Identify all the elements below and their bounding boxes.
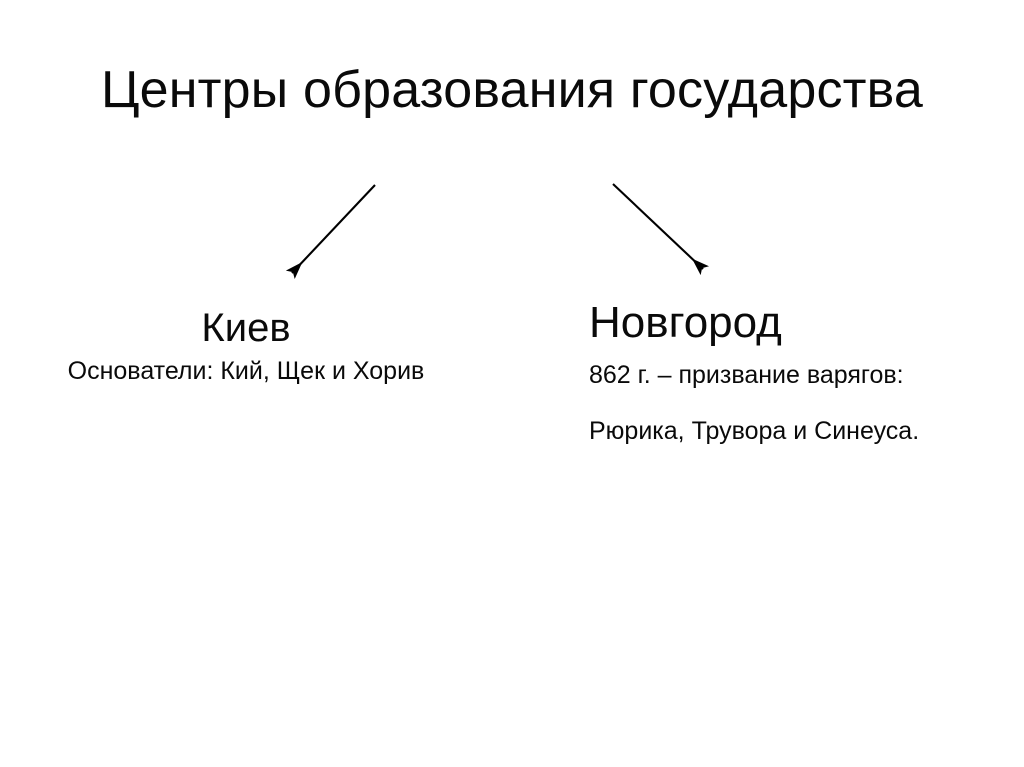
- branch-kiev-heading: Киев: [201, 306, 291, 350]
- branch-novgorod-line-2: Рюрика, Трувора и Синеуса.: [589, 416, 920, 445]
- arrow-to-kiev: [285, 184, 376, 280]
- branch-kiev: Киев Основатели: Кий, Щек и Хорив: [18, 306, 474, 386]
- arrow-to-novgorod: [612, 183, 710, 276]
- branch-novgorod: Новгород 862 г. – призвание варягов: Рюр…: [589, 298, 1009, 446]
- branch-novgorod-heading: Новгород: [589, 298, 782, 347]
- page-title: Центры образования государства: [100, 61, 924, 119]
- branch-kiev-line-1: Основатели: Кий, Щек и Хорив: [67, 356, 425, 385]
- branch-novgorod-line-1: 862 г. – призвание варягов:: [589, 361, 904, 390]
